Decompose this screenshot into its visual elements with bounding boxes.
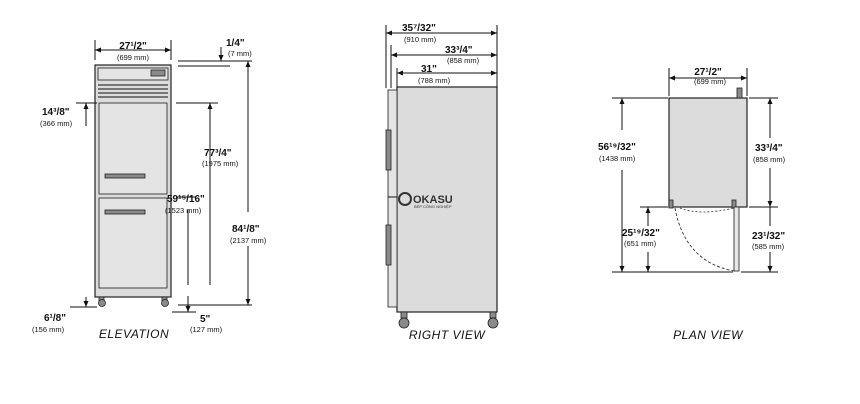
elev-width-mm: (699 mm) (117, 53, 150, 62)
plan-body-mm: (858 mm) (753, 155, 786, 164)
plan-total-label: 56¹⁹/32" (598, 142, 636, 153)
elev-overall-label: 84¹/8" (232, 224, 260, 235)
elev-top-label: 1/4" (226, 38, 245, 49)
lower-hinge (385, 224, 392, 266)
elev-caster-mm: (127 mm) (190, 325, 223, 334)
plan-body-label: 33³/4" (755, 143, 783, 154)
plan-swing-left-mm: (651 mm) (624, 239, 657, 248)
right-caster-rear (487, 317, 499, 329)
plan-door-leaf (733, 206, 740, 272)
elev-mid-label: 59¹⁵/16" (167, 194, 205, 205)
right-cabinet (396, 86, 498, 313)
right-depth-mm: (858 mm) (447, 56, 480, 65)
plan-view-title: PLAN VIEW (673, 328, 744, 342)
right-door-edge (387, 89, 398, 308)
plan-width-mm: (699 mm) (694, 77, 727, 86)
plan-cord (736, 87, 743, 99)
elevation-view: 27¹/2" (699 mm) 1/4" (7 mm) 14³/8" (366 … (32, 38, 267, 341)
elev-caster-label: 5" (200, 314, 211, 325)
elev-upper-door-label: 14³/8" (42, 107, 70, 118)
right-overall-label: 35⁷/32" (402, 23, 436, 34)
elev-width-label: 27¹/2" (119, 41, 147, 52)
elev-door-top-label: 77³/4" (204, 148, 232, 159)
elev-top-mm: (7 mm) (228, 49, 252, 58)
elevation-view-title: ELEVATION (99, 327, 169, 341)
elev-overall-mm: (2137 mm) (230, 236, 267, 245)
upper-door (98, 102, 168, 195)
lower-door-handle (104, 209, 146, 215)
right-body-label: 31" (421, 64, 437, 75)
elevation-header (97, 67, 169, 81)
control-panel (150, 69, 166, 77)
watermark-text: OKASU (413, 194, 453, 206)
watermark-logo-icon (398, 192, 412, 206)
plan-swing-right-mm: (585 mm) (752, 242, 785, 251)
plan-swing-left-label: 25¹⁹/32" (622, 228, 660, 239)
elev-upper-door-mm: (366 mm) (40, 119, 73, 128)
watermark-subtext: BẾP CÔNG NGHIỆP (414, 204, 452, 209)
right-body-mm: (788 mm) (418, 76, 451, 85)
caster-left (98, 299, 106, 307)
elev-leg-mm: (156 mm) (32, 325, 65, 334)
plan-view: 27¹/2" (699 mm) 56¹⁹/32" (1438 mm) 25¹⁹/… (598, 67, 786, 342)
elev-door-top-mm: (1975 mm) (202, 159, 239, 168)
right-caster-front (398, 317, 410, 329)
door-swing-arc (674, 207, 735, 272)
plan-width-label: 27¹/2" (694, 67, 722, 78)
right-view-title: RIGHT VIEW (409, 328, 487, 342)
plan-swing-right-label: 23¹/32" (752, 231, 785, 242)
upper-door-handle (104, 173, 146, 179)
elev-leg-label: 6¹/8" (44, 313, 66, 324)
right-view: 35⁷/32" (910 mm) 33³/4" (858 mm) 31" (78… (385, 23, 499, 342)
right-depth-label: 33³/4" (445, 45, 473, 56)
upper-hinge (385, 129, 392, 171)
plan-total-mm: (1438 mm) (599, 154, 636, 163)
plan-cabinet (668, 97, 748, 208)
right-overall-mm: (910 mm) (404, 35, 437, 44)
elev-mid-mm: (1523 mm) (165, 206, 202, 215)
caster-right (161, 299, 169, 307)
